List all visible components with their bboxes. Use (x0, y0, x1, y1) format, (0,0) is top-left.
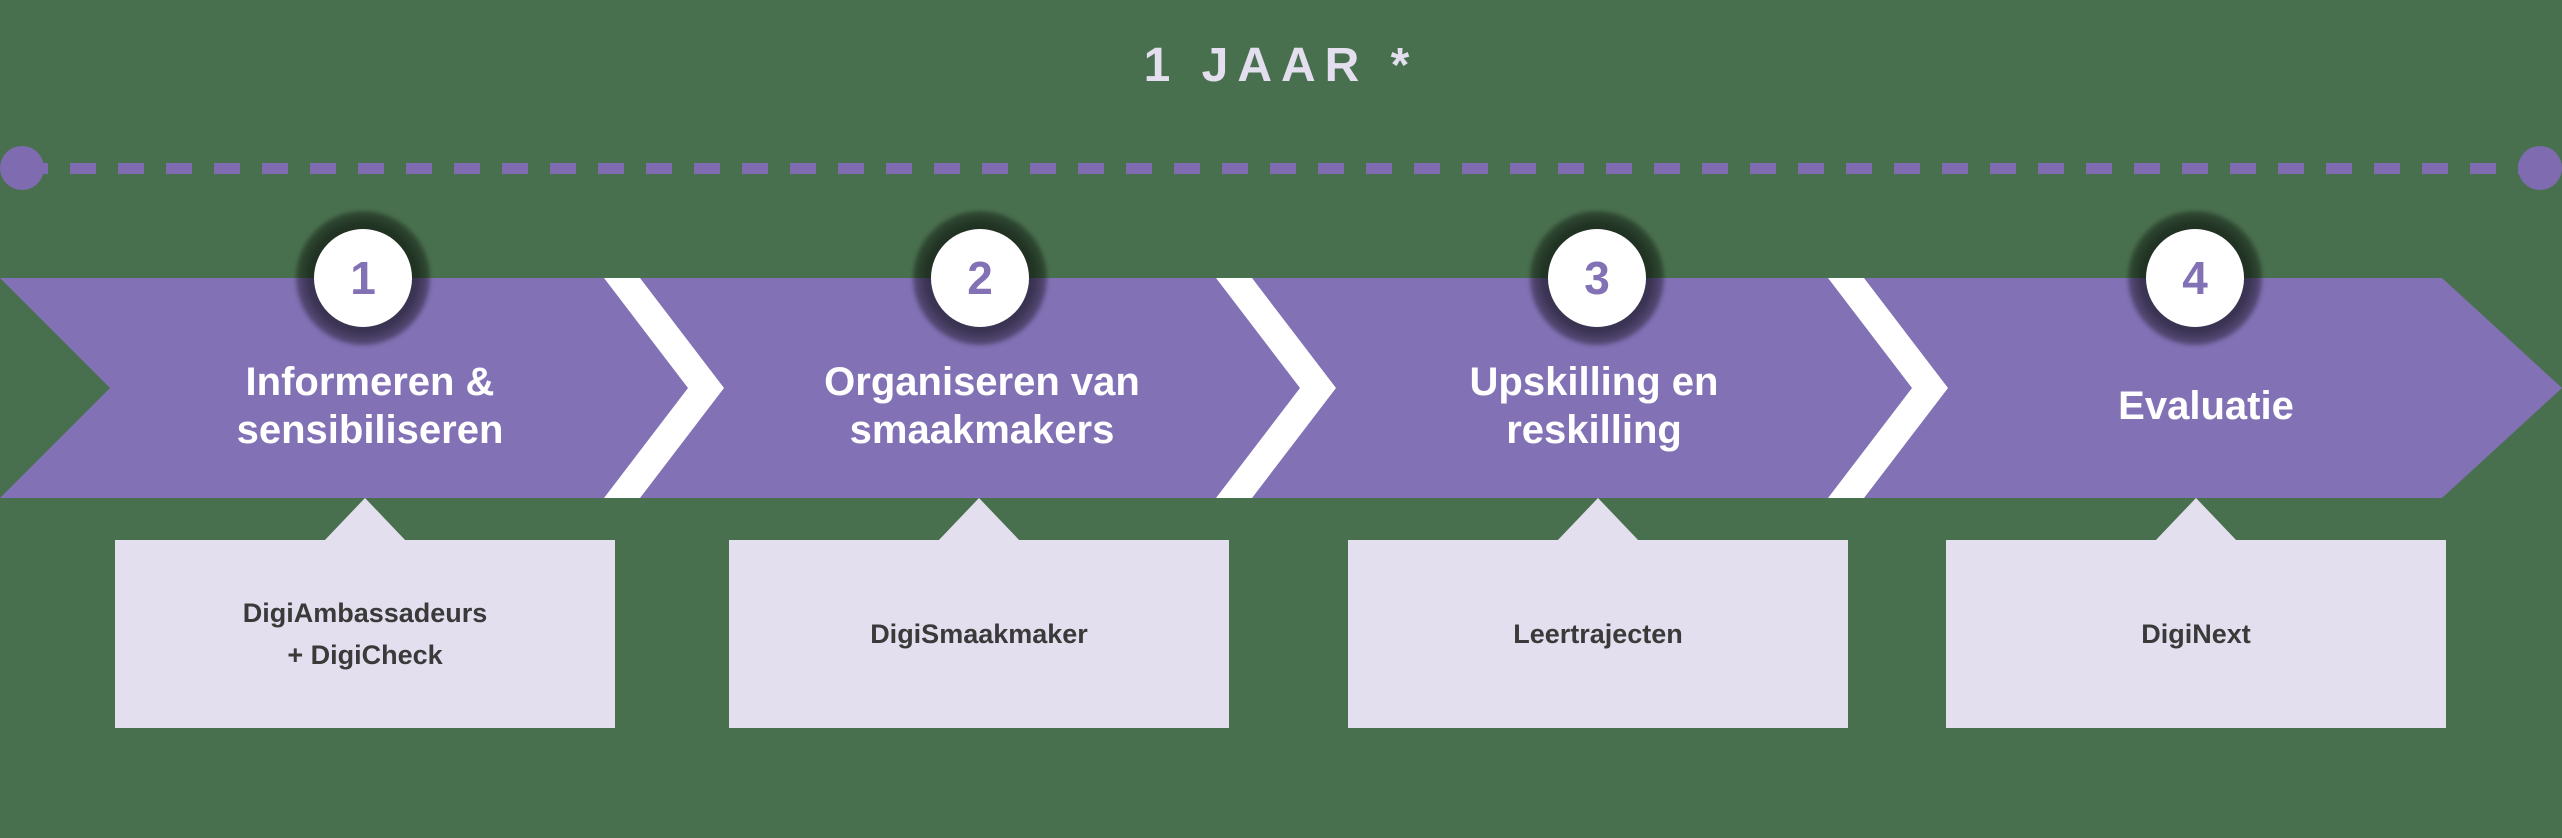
timeline-start-dot-icon (0, 146, 44, 190)
step-label-2: Organiseren van smaakmakers (824, 360, 1140, 452)
process-band (0, 278, 2562, 498)
callout-text-2: DigiSmaakmaker (729, 540, 1229, 728)
callout-pointer-icon-2 (937, 498, 1021, 542)
timeline-end-dot-icon (2518, 146, 2562, 190)
step-badge-wrap-1[interactable]: 1 (296, 211, 430, 345)
step-number-badge-2: 2 (931, 229, 1029, 327)
timeline-duration-title: 1 JAAR * (1143, 39, 1419, 92)
callout-text-3: Leertrajecten (1348, 540, 1848, 728)
step-label-4: Evaluatie (2118, 384, 2294, 428)
callout-text-4: DigiNext (1946, 540, 2446, 728)
step-label-1: Informeren & sensibiliseren (236, 360, 504, 452)
step-badge-wrap-4[interactable]: 4 (2128, 211, 2262, 345)
step-badge-wrap-2[interactable]: 2 (913, 211, 1047, 345)
step-number-badge-3: 3 (1548, 229, 1646, 327)
callout-pointer-icon-3 (1556, 498, 1640, 542)
step-number-badge-1: 1 (314, 229, 412, 327)
step-badge-wrap-3[interactable]: 3 (1530, 211, 1664, 345)
step-number-badge-4: 4 (2146, 229, 2244, 327)
step-label-3: Upskilling en reskilling (1469, 360, 1719, 452)
callout-text-1: DigiAmbassadeurs + DigiCheck (115, 540, 615, 728)
callout-pointer-icon-1 (323, 498, 407, 542)
callout-pointer-icon-4 (2154, 498, 2238, 542)
dashed-line (22, 163, 2540, 174)
